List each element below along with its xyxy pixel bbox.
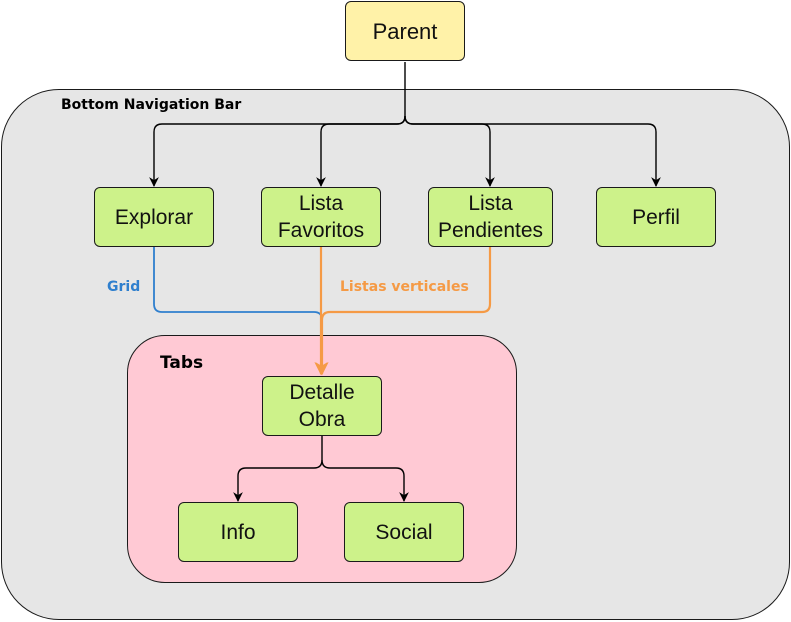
tabs-label: Tabs <box>160 353 204 373</box>
node-info: Info <box>178 502 298 562</box>
node-lista-favoritos: Lista Favoritos <box>261 187 381 247</box>
node-detalle-obra: Detalle Obra <box>262 376 382 436</box>
bottom-navigation-bar-label: Bottom Navigation Bar <box>61 97 242 113</box>
node-explorar: Explorar <box>94 187 214 247</box>
edge-label-grid: Grid <box>107 279 141 295</box>
node-lista-pendientes: Lista Pendientes <box>428 187 553 247</box>
node-parent: Parent <box>345 1 465 61</box>
node-social: Social <box>344 502 464 562</box>
edge-label-listas-verticales: Listas verticales <box>340 279 469 295</box>
node-perfil: Perfil <box>596 187 716 247</box>
